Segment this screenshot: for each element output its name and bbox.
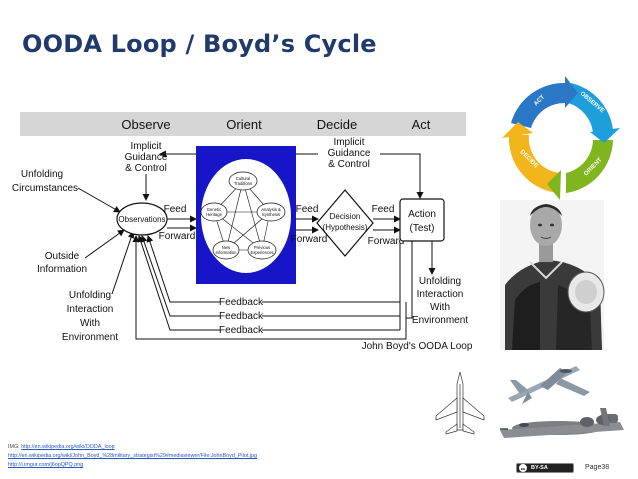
svg-text:Previous: Previous <box>254 245 270 250</box>
phase-header-bar <box>20 112 466 136</box>
svg-text:Analysis &: Analysis & <box>261 207 281 212</box>
svg-text:With: With <box>80 318 100 329</box>
svg-text:& Control: & Control <box>125 163 167 174</box>
feedback-arrow-2 <box>140 235 400 317</box>
node-previous-experiences: Previous Experiences <box>247 240 277 260</box>
feedback-label-3: Feedback <box>219 325 264 336</box>
svg-text:Implicit: Implicit <box>130 141 161 152</box>
svg-text:Interaction: Interaction <box>417 289 464 300</box>
forward-label-3: Forward <box>368 236 405 247</box>
svg-text:Environment: Environment <box>62 332 118 343</box>
hypothesis-label: (Hypothesis) <box>323 223 368 232</box>
node-new-information: New Information <box>212 240 240 260</box>
svg-text:Guidance: Guidance <box>125 152 168 163</box>
svg-text:Heritage: Heritage <box>206 212 222 217</box>
cycle-segment-act <box>511 82 565 128</box>
svg-text:Cultural: Cultural <box>236 176 250 181</box>
implicit-guidance-observe: Implicit Guidance & Control <box>125 141 168 174</box>
svg-text:& Control: & Control <box>328 159 370 170</box>
cc-icon: cc <box>519 464 527 472</box>
pilot-photo <box>500 200 605 350</box>
feedback-arrow-3 <box>137 235 400 331</box>
svg-text:Environment: Environment <box>412 315 468 326</box>
cycle-segment-observe <box>568 83 613 133</box>
svg-text:Traditions: Traditions <box>234 181 252 186</box>
action-label: Action <box>408 209 436 220</box>
image-credits: IMG: http://en.wikipedia.org/wiki/OODA_l… <box>8 443 257 470</box>
unfolding-circumstances-label: Unfolding Circumstances <box>12 169 78 194</box>
credit-line-2: http://en.wikipedia.org/wiki/John_Boyd_%… <box>8 452 257 461</box>
phase-orient: Orient <box>226 117 262 132</box>
feedback-label-2: Feedback <box>219 311 264 322</box>
license-text: BY-SA <box>531 465 548 471</box>
action-node <box>399 198 445 242</box>
feedback-arrow-1 <box>146 235 400 303</box>
phase-decide: Decide <box>317 117 357 132</box>
svg-text:Information: Information <box>216 250 238 255</box>
svg-text:With: With <box>430 302 450 313</box>
svg-text:Unfolding: Unfolding <box>21 169 63 180</box>
svg-text:Genetic: Genetic <box>207 207 221 212</box>
svg-text:Outside: Outside <box>45 251 80 262</box>
unfolding-interaction-right-label: Unfolding Interaction With Environment <box>412 276 468 326</box>
loop-interaction-arrow <box>132 235 407 340</box>
decision-node <box>316 189 374 257</box>
svg-text:New: New <box>222 245 231 250</box>
feed-label-1: Feed <box>164 204 187 215</box>
phase-observe: Observe <box>121 117 170 132</box>
svg-text:Implicit: Implicit <box>333 137 364 148</box>
diagram-caption: John Boyd's OODA Loop <box>362 341 473 352</box>
credit-link-imgur[interactable]: http://i.imgur.com/j6opQPQ.png <box>8 462 84 468</box>
svg-text:Unfolding: Unfolding <box>419 276 461 287</box>
svg-text:Synthesis: Synthesis <box>262 212 280 217</box>
svg-text:Circumstances: Circumstances <box>12 183 78 194</box>
f16-jet-image <box>508 366 590 404</box>
ooda-cycle-graphic: ACT OBSERVE ORIENT DECIDE <box>502 76 620 200</box>
cycle-segment-decide <box>508 135 560 193</box>
credit-line-3: http://i.imgur.com/j6opQPQ.png <box>8 461 257 470</box>
feed-label-3: Feed <box>372 204 395 215</box>
page-number: Page38 <box>585 464 610 471</box>
credit-line-1: IMG: http://en.wikipedia.org/wiki/OODA_l… <box>8 444 115 450</box>
node-analysis-synthesis: Analysis & Synthesis <box>256 202 286 222</box>
unfolding-interaction-left-label: Unfolding Interaction With Environment <box>62 290 118 343</box>
svg-text:Guidance: Guidance <box>328 148 371 159</box>
observations-label: Observations <box>118 215 165 224</box>
cycle-segment-orient <box>566 140 613 193</box>
test-label: (Test) <box>410 223 435 234</box>
slide-title: OODA Loop / Boyd’s Cycle <box>22 30 377 58</box>
jet-top-view-drawing <box>435 371 485 435</box>
svg-text:Interaction: Interaction <box>67 304 114 315</box>
phase-act: Act <box>412 117 431 132</box>
svg-text:Unfolding: Unfolding <box>69 290 111 301</box>
credit-link-ooda[interactable]: http://en.wikipedia.org/wiki/OODA_loop <box>21 444 115 450</box>
feed-label-2: Feed <box>296 204 319 215</box>
a10-aircraft-image <box>500 408 624 438</box>
outside-information-label: Outside Information <box>37 251 87 275</box>
implicit-guidance-decide: Implicit Guidance & Control <box>328 137 371 170</box>
svg-text:Experiences: Experiences <box>250 250 273 255</box>
feedback-label-1: Feedback <box>219 297 264 308</box>
node-genetic-heritage: Genetic Heritage <box>200 202 228 222</box>
forward-label-1: Forward <box>159 231 196 242</box>
svg-text:Information: Information <box>37 264 87 275</box>
decision-label: Decision <box>330 212 361 221</box>
credit-link-boyd[interactable]: http://en.wikipedia.org/wiki/John_Boyd_%… <box>8 453 257 459</box>
node-cultural-traditions: Cultural Traditions <box>228 171 258 191</box>
license-badge[interactable]: cc BY-SA <box>516 463 574 473</box>
forward-label-2: Forward <box>291 234 328 245</box>
